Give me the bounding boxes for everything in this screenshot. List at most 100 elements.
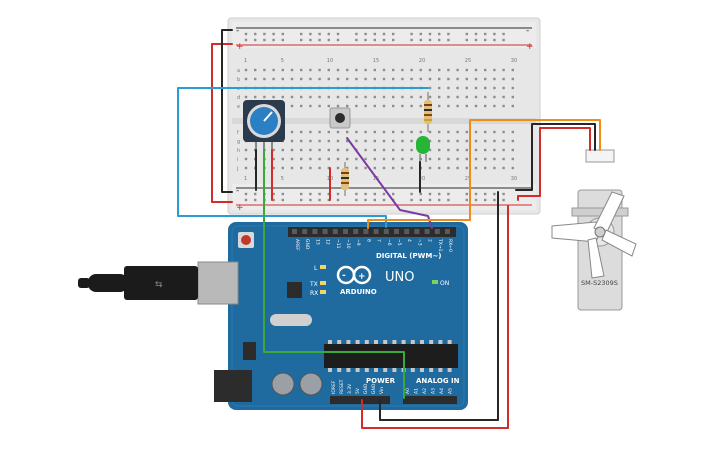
- breadboard-hole: [355, 68, 358, 72]
- chip-leg: [346, 340, 351, 344]
- breadboard-hole: [336, 104, 340, 108]
- breadboard-hole: [410, 166, 413, 170]
- push-button[interactable]: [329, 107, 351, 129]
- digital-pin-label: 13: [314, 239, 320, 245]
- breadboard-hole: [493, 166, 496, 170]
- power-pin-label: 5V: [355, 387, 361, 394]
- breadboard-hole: [373, 68, 376, 72]
- breadboard-hole: [272, 198, 275, 202]
- breadboard-hole: [336, 130, 340, 134]
- breadboard-hole: [309, 148, 312, 152]
- power-jack: [214, 370, 252, 402]
- digital-pin-label: RX←0: [447, 239, 453, 252]
- breadboard-hole: [493, 104, 496, 108]
- digital-pin: [373, 229, 379, 234]
- breadboard-hole: [511, 68, 514, 72]
- breadboard-hole: [456, 86, 459, 90]
- breadboard-hole: [327, 32, 330, 36]
- breadboard-hole: [290, 77, 294, 81]
- rail-plus-label-top-right: +: [526, 42, 534, 52]
- breadboard-hole: [502, 104, 505, 108]
- breadboard-hole: [392, 148, 395, 152]
- breadboard-hole: [392, 130, 395, 134]
- digital-pin: [302, 229, 308, 234]
- breadboard-hole: [438, 38, 441, 42]
- breadboard-hole: [474, 198, 478, 202]
- breadboard-hole: [484, 68, 487, 72]
- breadboard-hole: [502, 157, 505, 161]
- breadboard-hole: [346, 95, 349, 99]
- wire-servo-black: [515, 123, 596, 191]
- breadboard-hole: [309, 139, 312, 143]
- breadboard-hole: [410, 139, 413, 143]
- regulator: [243, 342, 256, 360]
- breadboard-hole: [244, 95, 248, 99]
- breadboard-hole: [401, 130, 404, 134]
- breadboard-hole: [263, 68, 266, 72]
- breadboard-hole: [474, 77, 478, 81]
- digital-pin-label: ~3: [416, 239, 422, 246]
- breadboard-hole: [465, 68, 468, 72]
- breadboard-hole: [428, 95, 432, 99]
- breadboard-hole: [465, 95, 468, 99]
- reset-button-cap[interactable]: [241, 235, 251, 245]
- breadboard-hole: [318, 157, 321, 161]
- crystal: [270, 314, 312, 326]
- breadboard-hole: [263, 95, 266, 99]
- digital-pin: [424, 229, 430, 234]
- breadboard-hole: [300, 32, 303, 36]
- breadboard-hole: [281, 32, 284, 36]
- breadboard-hole: [346, 68, 349, 72]
- power-pin-label: GND: [371, 383, 377, 394]
- breadboard-hole: [493, 38, 496, 42]
- breadboard-hole: [300, 198, 303, 202]
- breadboard-hole: [244, 68, 248, 72]
- chip-leg: [355, 368, 360, 372]
- breadboard-hole: [502, 166, 505, 170]
- breadboard-hole: [438, 77, 441, 81]
- breadboard-hole: [484, 130, 487, 134]
- breadboard-hole: [336, 139, 340, 143]
- breadboard-hole: [355, 104, 358, 108]
- breadboard-hole: [281, 77, 284, 81]
- breadboard-hole: [355, 198, 358, 202]
- breadboard-hole: [493, 198, 496, 202]
- breadboard-hole: [254, 95, 257, 99]
- digital-pin-label: ~11: [335, 239, 341, 249]
- breadboard-hole: [327, 157, 330, 161]
- led-rx: [320, 290, 326, 294]
- digital-label: DIGITAL (PWM~): [376, 252, 441, 260]
- row-label: j: [236, 166, 238, 172]
- breadboard-hole: [502, 130, 505, 134]
- breadboard-hole: [502, 192, 505, 196]
- breadboard-hole: [438, 104, 441, 108]
- breadboard-hole: [300, 192, 303, 196]
- breadboard-hole: [401, 95, 404, 99]
- breadboard-hole: [382, 139, 386, 143]
- rail-plus-label-top: +: [236, 42, 244, 52]
- on-label: ON: [440, 280, 449, 287]
- breadboard-hole: [465, 166, 468, 170]
- digital-pin: [322, 229, 328, 234]
- breadboard-hole: [300, 130, 303, 134]
- potentiometer[interactable]: [243, 100, 285, 150]
- breadboard-hole: [474, 192, 478, 196]
- breadboard-hole: [502, 77, 505, 81]
- green-led: [416, 136, 430, 162]
- breadboard-hole: [281, 38, 284, 42]
- column-number: 25: [465, 176, 471, 182]
- row-label: f: [237, 130, 239, 136]
- breadboard-hole: [382, 192, 386, 196]
- breadboard-hole: [364, 192, 367, 196]
- chip-leg: [410, 368, 415, 372]
- breadboard-hole: [438, 86, 441, 90]
- breadboard-hole: [290, 130, 294, 134]
- breadboard-hole: [438, 139, 441, 143]
- breadboard-hole: [309, 38, 312, 42]
- breadboard-hole: [419, 198, 422, 202]
- breadboard: - + - + - + abcdefghij115510101515202025…: [227, 17, 541, 215]
- breadboard-hole: [382, 198, 386, 202]
- breadboard-hole: [410, 77, 413, 81]
- breadboard-hole: [401, 68, 404, 72]
- servo-motor[interactable]: SM-S2309S: [551, 149, 637, 311]
